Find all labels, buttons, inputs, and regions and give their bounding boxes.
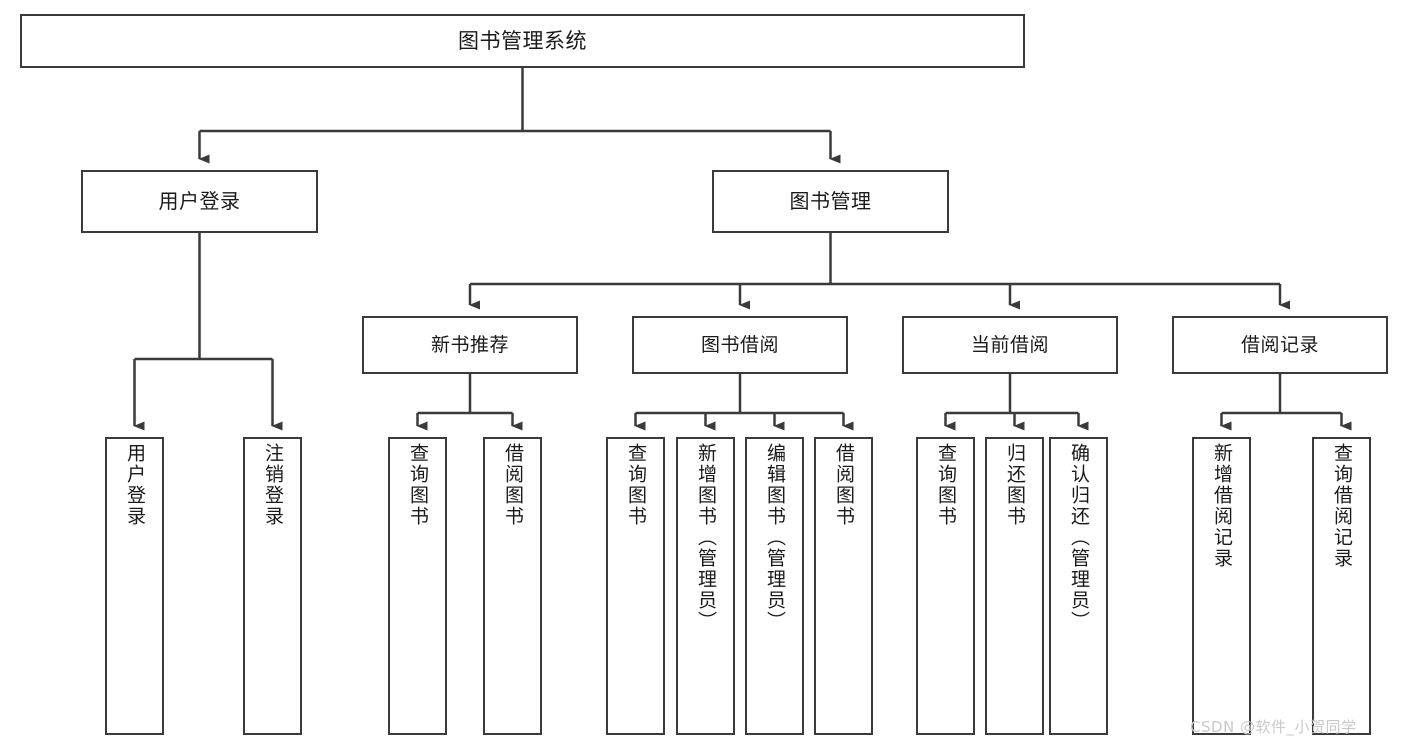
leaf-borrow-edit-book[interactable]: 编辑图书（管理员） (745, 437, 804, 735)
leaf-borrow-edit-book-label: 编辑图书（管理员） (764, 443, 786, 632)
leaf-records-add-record-label: 新增借阅记录 (1211, 443, 1233, 569)
leaf-newbook-query-book-label: 查询图书 (407, 443, 429, 527)
leaf-borrow-query-book-label: 查询图书 (625, 443, 647, 527)
leaf-newbook-borrow-book-label: 借阅图书 (502, 443, 524, 527)
node-borrow-records[interactable]: 借阅记录 (1172, 316, 1388, 374)
node-root[interactable]: 图书管理系统 (20, 14, 1025, 68)
leaf-borrow-borrow-book-label: 借阅图书 (833, 443, 855, 527)
leaf-current-query-book-label: 查询图书 (935, 443, 957, 527)
leaf-current-query-book[interactable]: 查询图书 (916, 437, 975, 735)
leaf-user-logout-label: 注销登录 (262, 443, 284, 527)
node-book-borrow[interactable]: 图书借阅 (632, 316, 848, 374)
leaf-borrow-borrow-book[interactable]: 借阅图书 (814, 437, 873, 735)
node-user-login-label: 用户登录 (158, 188, 241, 213)
node-new-book-recommend[interactable]: 新书推荐 (362, 316, 578, 374)
leaf-newbook-borrow-book[interactable]: 借阅图书 (483, 437, 542, 735)
leaf-borrow-add-book-label: 新增图书（管理员） (695, 443, 717, 632)
leaf-current-confirm-return-label: 确认归还（管理员） (1068, 443, 1090, 632)
leaf-borrow-query-book[interactable]: 查询图书 (606, 437, 665, 735)
leaf-borrow-add-book[interactable]: 新增图书（管理员） (676, 437, 735, 735)
leaf-records-add-record[interactable]: 新增借阅记录 (1192, 437, 1251, 735)
leaf-current-return-book[interactable]: 归还图书 (985, 437, 1044, 735)
leaf-user-login[interactable]: 用户登录 (105, 437, 164, 735)
node-book-management[interactable]: 图书管理 (712, 170, 949, 233)
leaf-current-confirm-return[interactable]: 确认归还（管理员） (1049, 437, 1108, 735)
node-root-label: 图书管理系统 (458, 28, 587, 53)
leaf-newbook-query-book[interactable]: 查询图书 (388, 437, 447, 735)
node-current-borrow-label: 当前借阅 (970, 333, 1049, 356)
node-user-login[interactable]: 用户登录 (81, 170, 318, 233)
leaf-records-query-record[interactable]: 查询借阅记录 (1312, 437, 1371, 735)
leaf-user-logout[interactable]: 注销登录 (243, 437, 302, 735)
csdn-watermark: CSDN @软件_小贺同学 (1190, 718, 1357, 736)
node-book-management-label: 图书管理 (789, 188, 872, 213)
leaf-user-login-label: 用户登录 (124, 443, 146, 527)
node-book-borrow-label: 图书借阅 (700, 333, 779, 356)
leaf-records-query-record-label: 查询借阅记录 (1331, 443, 1353, 569)
node-current-borrow[interactable]: 当前借阅 (902, 316, 1118, 374)
node-borrow-records-label: 借阅记录 (1240, 333, 1319, 356)
leaf-current-return-book-label: 归还图书 (1004, 443, 1026, 527)
node-new-book-recommend-label: 新书推荐 (430, 333, 509, 356)
